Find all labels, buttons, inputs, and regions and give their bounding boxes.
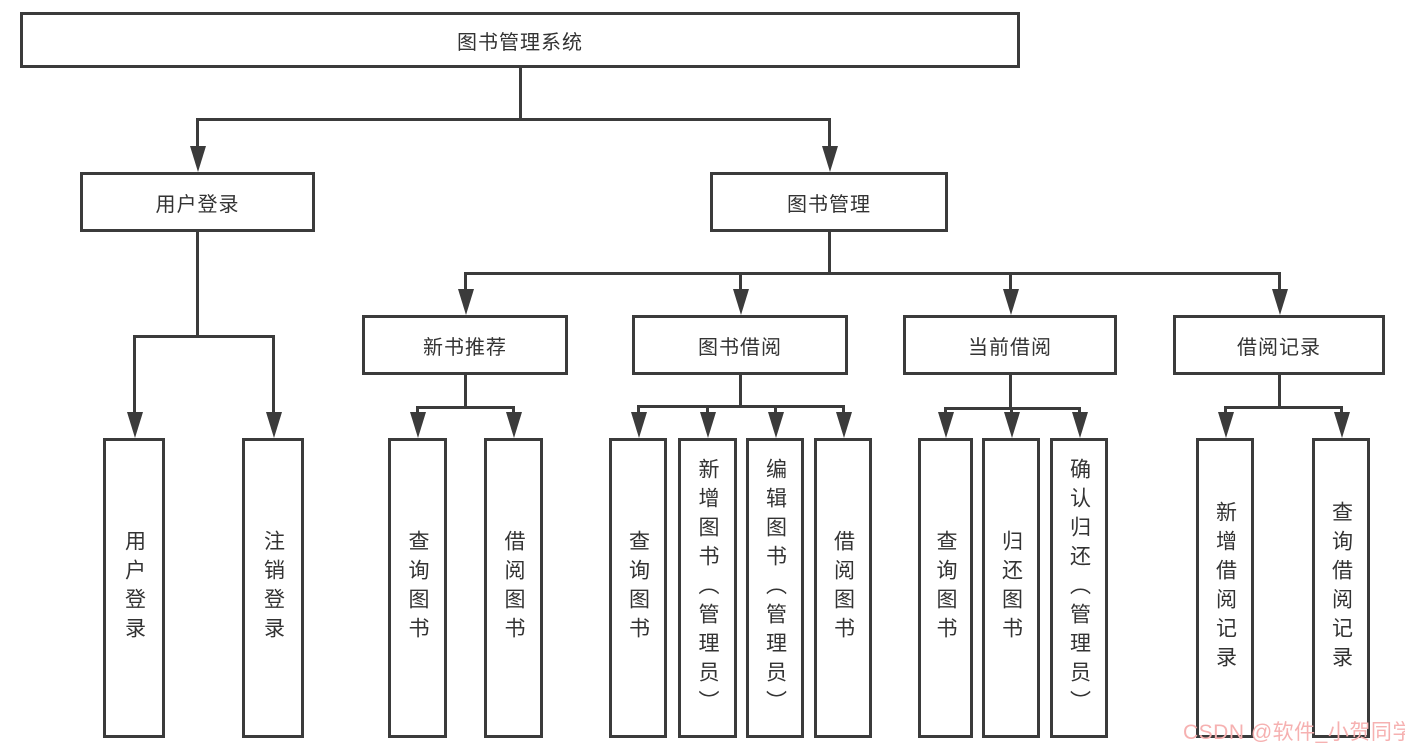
edge-line bbox=[842, 405, 845, 414]
edge-line bbox=[1278, 375, 1281, 406]
node-bb-query-book: 查询图书 bbox=[609, 438, 667, 738]
node-br-add-record: 新增借阅记录 bbox=[1196, 438, 1254, 738]
node-rec-query-book-label: 查询图书 bbox=[406, 530, 429, 646]
node-rec-query-book: 查询图书 bbox=[388, 438, 447, 738]
node-current-borrow: 当前借阅 bbox=[903, 315, 1117, 375]
node-cb-query-book-label: 查询图书 bbox=[934, 530, 957, 646]
edge-line bbox=[944, 407, 947, 414]
edge-line bbox=[1224, 406, 1343, 409]
node-br-query-record: 查询借阅记录 bbox=[1312, 438, 1370, 738]
node-leaf-logout-label: 注销登录 bbox=[261, 530, 285, 646]
edge-line bbox=[1224, 406, 1227, 414]
node-rec-borrow-book-label: 借阅图书 bbox=[502, 530, 525, 646]
arrow-down-icon bbox=[768, 412, 784, 438]
edge-line bbox=[133, 335, 275, 338]
arrow-down-icon bbox=[410, 412, 426, 438]
node-bb-edit-book-label: 编辑图书（管理员） bbox=[763, 457, 787, 719]
arrow-down-icon bbox=[631, 412, 647, 438]
edge-line bbox=[512, 406, 515, 414]
node-bb-add-book: 新增图书（管理员） bbox=[678, 438, 737, 738]
edge-line bbox=[1278, 272, 1281, 291]
edge-line bbox=[739, 272, 742, 291]
arrow-down-icon bbox=[1072, 412, 1088, 438]
node-borrow-records: 借阅记录 bbox=[1173, 315, 1385, 375]
node-bb-add-book-label: 新增图书（管理员） bbox=[696, 457, 719, 719]
edge-line bbox=[1009, 272, 1012, 291]
arrow-down-icon bbox=[938, 412, 954, 438]
edge-line bbox=[774, 405, 777, 414]
edge-line bbox=[196, 118, 199, 148]
node-new-book-rec: 新书推荐 bbox=[362, 315, 568, 375]
node-leaf-user-login: 用户登录 bbox=[103, 438, 165, 738]
edge-line bbox=[464, 272, 467, 291]
node-cb-query-book: 查询图书 bbox=[918, 438, 973, 738]
edge-line bbox=[828, 232, 831, 272]
edge-line bbox=[1010, 407, 1013, 414]
arrow-down-icon bbox=[506, 412, 522, 438]
node-book-mgmt-label: 图书管理 bbox=[787, 193, 871, 216]
node-user-login: 用户登录 bbox=[80, 172, 315, 232]
edge-line bbox=[1078, 407, 1081, 414]
node-cb-return-book: 归还图书 bbox=[982, 438, 1040, 738]
arrow-down-icon bbox=[458, 289, 474, 315]
node-current-borrow-label: 当前借阅 bbox=[968, 336, 1052, 359]
arrow-down-icon bbox=[1003, 289, 1019, 315]
node-bb-edit-book: 编辑图书（管理员） bbox=[746, 438, 804, 738]
arrow-down-icon bbox=[1334, 412, 1350, 438]
node-rec-borrow-book: 借阅图书 bbox=[484, 438, 543, 738]
node-book-borrow-label: 图书借阅 bbox=[698, 336, 782, 359]
arrow-down-icon bbox=[266, 412, 282, 438]
edge-line bbox=[1009, 375, 1012, 407]
node-bb-borrow-book-label: 借阅图书 bbox=[831, 530, 855, 646]
node-br-query-record-label: 查询借阅记录 bbox=[1329, 501, 1353, 675]
node-leaf-logout: 注销登录 bbox=[242, 438, 304, 738]
edge-line bbox=[706, 405, 709, 414]
node-book-borrow: 图书借阅 bbox=[632, 315, 848, 375]
node-book-mgmt: 图书管理 bbox=[710, 172, 948, 232]
edge-line bbox=[196, 232, 199, 335]
node-leaf-user-login-label: 用户登录 bbox=[122, 530, 146, 646]
edge-line bbox=[416, 406, 515, 409]
arrow-down-icon bbox=[822, 146, 838, 172]
edge-line bbox=[133, 335, 136, 413]
node-borrow-records-label: 借阅记录 bbox=[1237, 336, 1321, 359]
node-new-book-rec-label: 新书推荐 bbox=[423, 336, 507, 359]
arrow-down-icon bbox=[1004, 412, 1020, 438]
arrow-down-icon bbox=[1218, 412, 1234, 438]
edge-line bbox=[637, 405, 845, 408]
node-cb-confirm-return-label: 确认归还（管理员） bbox=[1067, 457, 1091, 719]
node-cb-confirm-return: 确认归还（管理员） bbox=[1050, 438, 1108, 738]
edge-line bbox=[1340, 406, 1343, 414]
node-cb-return-book-label: 归还图书 bbox=[999, 530, 1023, 646]
edge-line bbox=[739, 375, 742, 405]
edge-line bbox=[464, 272, 1281, 275]
edge-line bbox=[196, 118, 831, 121]
edge-line bbox=[828, 118, 831, 148]
arrow-down-icon bbox=[190, 146, 206, 172]
node-user-login-label: 用户登录 bbox=[155, 193, 240, 216]
csdn-watermark: CSDN @软件_小贺同学 bbox=[1183, 721, 1405, 744]
node-bb-borrow-book: 借阅图书 bbox=[814, 438, 872, 738]
edge-line bbox=[272, 335, 275, 413]
edge-line bbox=[464, 375, 467, 406]
arrow-down-icon bbox=[836, 412, 852, 438]
node-br-add-record-label: 新增借阅记录 bbox=[1213, 501, 1237, 675]
node-root-label: 图书管理系统 bbox=[457, 31, 583, 54]
edge-line bbox=[416, 406, 419, 414]
edge-line bbox=[519, 68, 522, 118]
node-root: 图书管理系统 bbox=[20, 12, 1020, 68]
edge-line bbox=[637, 405, 640, 414]
arrow-down-icon bbox=[733, 289, 749, 315]
arrow-down-icon bbox=[1272, 289, 1288, 315]
arrow-down-icon bbox=[700, 412, 716, 438]
arrow-down-icon bbox=[127, 412, 143, 438]
node-bb-query-book-label: 查询图书 bbox=[626, 530, 650, 646]
